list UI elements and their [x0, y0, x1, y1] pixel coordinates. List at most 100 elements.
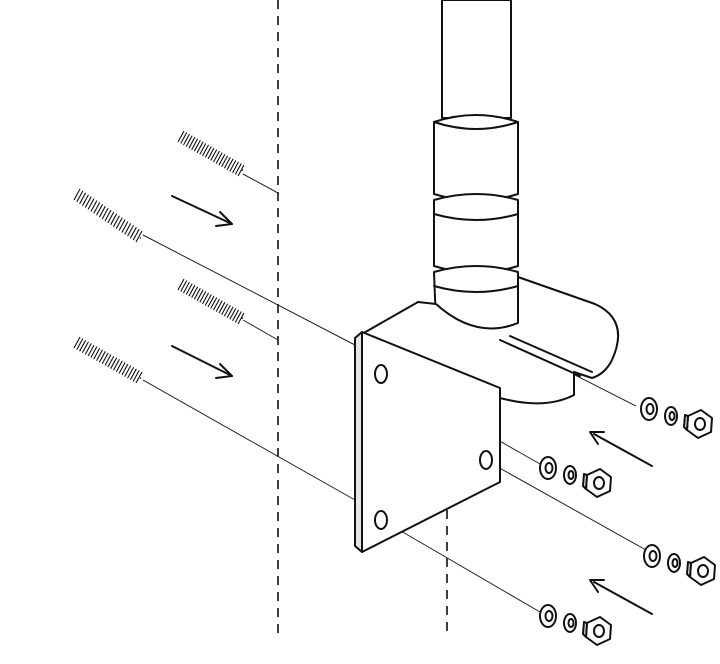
- thread-line: [104, 354, 112, 366]
- bracket-edge: [354, 331, 363, 553]
- hardware-set: [539, 456, 612, 498]
- thread-line: [196, 141, 204, 154]
- thread-line: [229, 308, 237, 320]
- thread-line: [234, 163, 242, 175]
- thread-line: [84, 343, 92, 355]
- thread-line: [182, 281, 190, 294]
- thread-line: [121, 363, 129, 376]
- thread-line: [118, 362, 126, 374]
- thread-line: [182, 133, 190, 146]
- thread-line: [204, 146, 212, 158]
- bracket-top-plate: [354, 276, 620, 405]
- thread-line: [93, 202, 101, 214]
- thread-line: [237, 164, 245, 177]
- thread-line: [207, 147, 215, 160]
- thread-line: [76, 338, 84, 350]
- thread-line: [229, 160, 237, 172]
- thread-line: [84, 196, 92, 208]
- thread-line: [237, 312, 245, 325]
- arrow-icon: [589, 579, 653, 615]
- thread-line: [212, 150, 220, 163]
- thread-line: [223, 157, 231, 169]
- thread-line: [215, 300, 223, 312]
- thread-line: [81, 341, 89, 354]
- thread-line: [98, 205, 106, 218]
- antenna-mast: [433, 0, 519, 332]
- thread-line: [76, 190, 84, 203]
- thread-line: [73, 336, 81, 349]
- u-bolt-threads: [73, 130, 245, 243]
- thread-line: [87, 198, 95, 210]
- thread-line: [191, 138, 199, 150]
- bracket-hole: [479, 450, 493, 470]
- thread-line: [204, 294, 212, 306]
- thread-line: [135, 230, 143, 243]
- thread-line: [129, 368, 137, 381]
- thread-line: [121, 221, 129, 233]
- thread-line: [202, 144, 210, 157]
- thread-line: [180, 132, 188, 144]
- mast-tube: [441, 0, 512, 119]
- thread-line: [188, 284, 196, 297]
- thread-line: [115, 217, 123, 229]
- thread-line: [177, 278, 185, 291]
- thread-line: [90, 200, 98, 212]
- thread-line: [218, 301, 226, 314]
- thread-line: [127, 366, 135, 379]
- arrow-icon: [589, 431, 653, 467]
- hardware-set: [539, 604, 612, 646]
- hardware-set: [643, 544, 716, 586]
- mast-segment-1: [433, 114, 519, 202]
- thread-line: [191, 286, 199, 298]
- thread-line: [110, 213, 118, 226]
- thread-line: [193, 288, 201, 300]
- thread-line: [93, 347, 101, 360]
- thread-line: [79, 192, 87, 205]
- thread-line: [115, 360, 123, 373]
- u-bolt-threads: [73, 278, 245, 384]
- thread-line: [112, 359, 120, 371]
- thread-line: [193, 140, 201, 152]
- thread-line: [87, 344, 95, 357]
- thread-line: [185, 283, 193, 295]
- thread-line: [234, 311, 242, 323]
- thread-line: [207, 295, 215, 308]
- thread-line: [221, 155, 229, 167]
- thread-line: [232, 161, 240, 174]
- thread-line: [135, 371, 143, 384]
- thread-line: [98, 351, 106, 363]
- u-bolt: [0, 235, 245, 384]
- thread-line: [223, 305, 231, 317]
- thread-line: [215, 152, 223, 164]
- thread-line: [79, 339, 87, 352]
- thread-line: [132, 228, 140, 241]
- thread-line: [221, 303, 229, 315]
- thread-line: [112, 215, 120, 227]
- thread-line: [73, 188, 81, 201]
- thread-line: [107, 355, 115, 368]
- thread-line: [177, 130, 185, 143]
- thread-line: [104, 209, 112, 222]
- u-bolt: [0, 87, 245, 243]
- thread-line: [101, 352, 109, 365]
- thread-line: [210, 297, 218, 309]
- arrow-icon: [171, 345, 233, 379]
- thread-line: [218, 153, 226, 166]
- thread-line: [96, 349, 104, 361]
- thread-line: [226, 306, 234, 319]
- thread-line: [107, 211, 115, 224]
- thread-line: [101, 207, 109, 220]
- thread-line: [110, 357, 118, 369]
- thread-line: [202, 292, 210, 305]
- thread-line: [232, 309, 240, 322]
- thread-line: [199, 143, 207, 155]
- hardware-set: [640, 397, 713, 439]
- thread-line: [81, 194, 89, 206]
- thread-line: [124, 223, 132, 235]
- thread-line: [185, 135, 193, 147]
- thread-line: [127, 225, 135, 237]
- thread-line: [124, 365, 132, 377]
- bracket-hole: [374, 364, 388, 384]
